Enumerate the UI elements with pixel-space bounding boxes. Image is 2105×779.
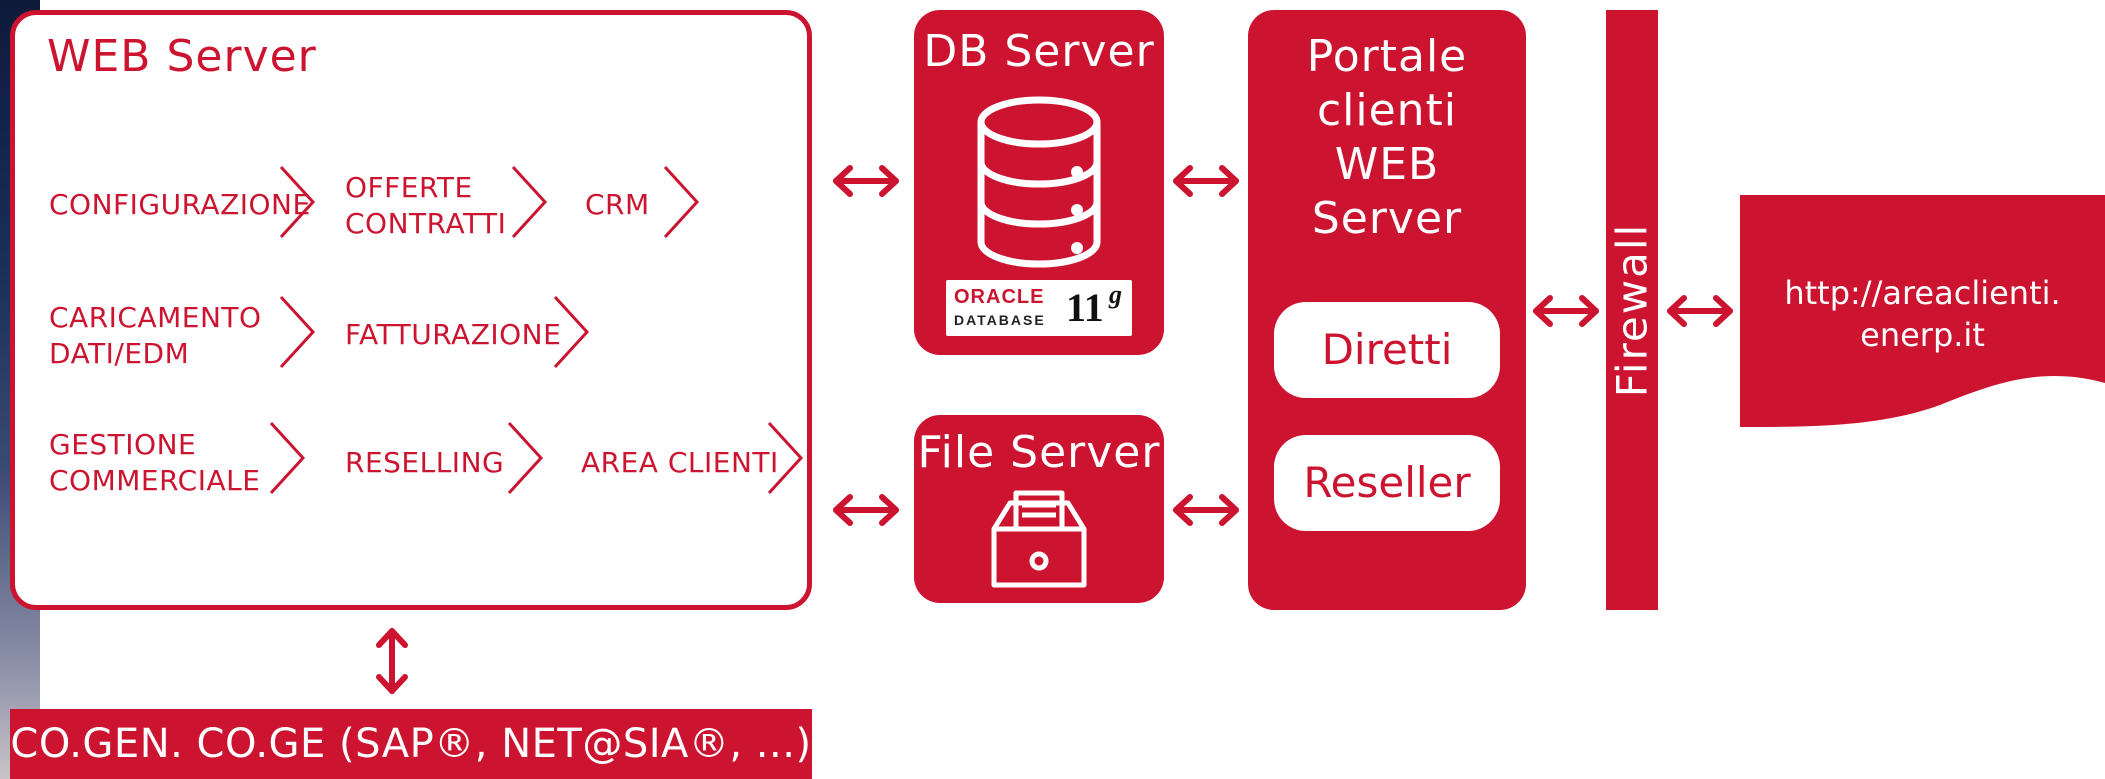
file-cabinet-icon — [991, 490, 1087, 588]
module-reselling: RESELLING — [345, 446, 505, 479]
double-arrow-icon — [1667, 295, 1733, 327]
chevron-right-icon — [269, 421, 306, 495]
module-offerte-contratti: OFFERTE CONTRATTI — [345, 171, 507, 240]
web-server-panel: WEB Server CONFIGURAZIONE OFFERTE CONTRA… — [10, 10, 812, 610]
double-arrow-icon — [833, 494, 899, 526]
oracle-brand: ORACLE — [954, 286, 1045, 308]
firewall-bar: Firewall — [1606, 10, 1658, 610]
module-area-clienti: AREA CLIENTI — [581, 446, 779, 479]
firewall-label: Firewall — [1607, 222, 1657, 398]
oracle-product: DATABASE — [954, 312, 1046, 328]
external-systems-bar: CO.GEN. CO.GE (SAP®, NET@SIA®, ...) — [10, 709, 812, 779]
double-arrow-icon — [1173, 494, 1239, 526]
db-server-title: DB Server — [923, 26, 1155, 77]
oracle-version: 11 — [1066, 285, 1104, 330]
chevron-right-icon — [553, 295, 590, 369]
module-crm: CRM — [585, 188, 650, 221]
module-fatturazione: FATTURAZIONE — [345, 318, 562, 351]
chevron-right-icon — [511, 165, 548, 239]
module-gestione-commerciale: GESTIONE COMMERCIALE — [49, 428, 261, 497]
double-arrow-icon — [1173, 165, 1239, 197]
module-configurazione: CONFIGURAZIONE — [49, 188, 311, 221]
chevron-right-icon — [279, 295, 316, 369]
double-arrow-icon — [833, 165, 899, 197]
double-arrow-icon — [1533, 295, 1599, 327]
reseller-button[interactable]: Reseller — [1274, 435, 1500, 531]
chevron-right-icon — [507, 421, 544, 495]
portale-clienti-box: Portale clienti WEB Server Diretti Resel… — [1248, 10, 1526, 610]
portale-title: Portale clienti WEB Server — [1306, 31, 1468, 244]
vertical-double-arrow-icon — [376, 628, 408, 694]
db-server-box: DB Server ORACLE DATABASE 11 g — [914, 10, 1164, 355]
chevron-right-icon — [767, 421, 804, 495]
web-server-title: WEB Server — [47, 31, 317, 82]
chevron-right-icon — [279, 165, 316, 239]
file-server-box: File Server — [914, 415, 1164, 603]
oracle-logo: ORACLE DATABASE 11 g — [946, 280, 1132, 336]
client-portal-url: http://areaclienti. enerp.it — [1784, 274, 2061, 354]
module-caricamento-dati: CARICAMENTO DATI/EDM — [49, 301, 262, 370]
chevron-right-icon — [663, 165, 700, 239]
diretti-button[interactable]: Diretti — [1274, 302, 1500, 398]
client-portal-document-shape — [1740, 195, 2105, 427]
oracle-version-suffix: g — [1109, 280, 1122, 309]
database-icon — [977, 96, 1101, 268]
file-server-title: File Server — [917, 427, 1161, 478]
